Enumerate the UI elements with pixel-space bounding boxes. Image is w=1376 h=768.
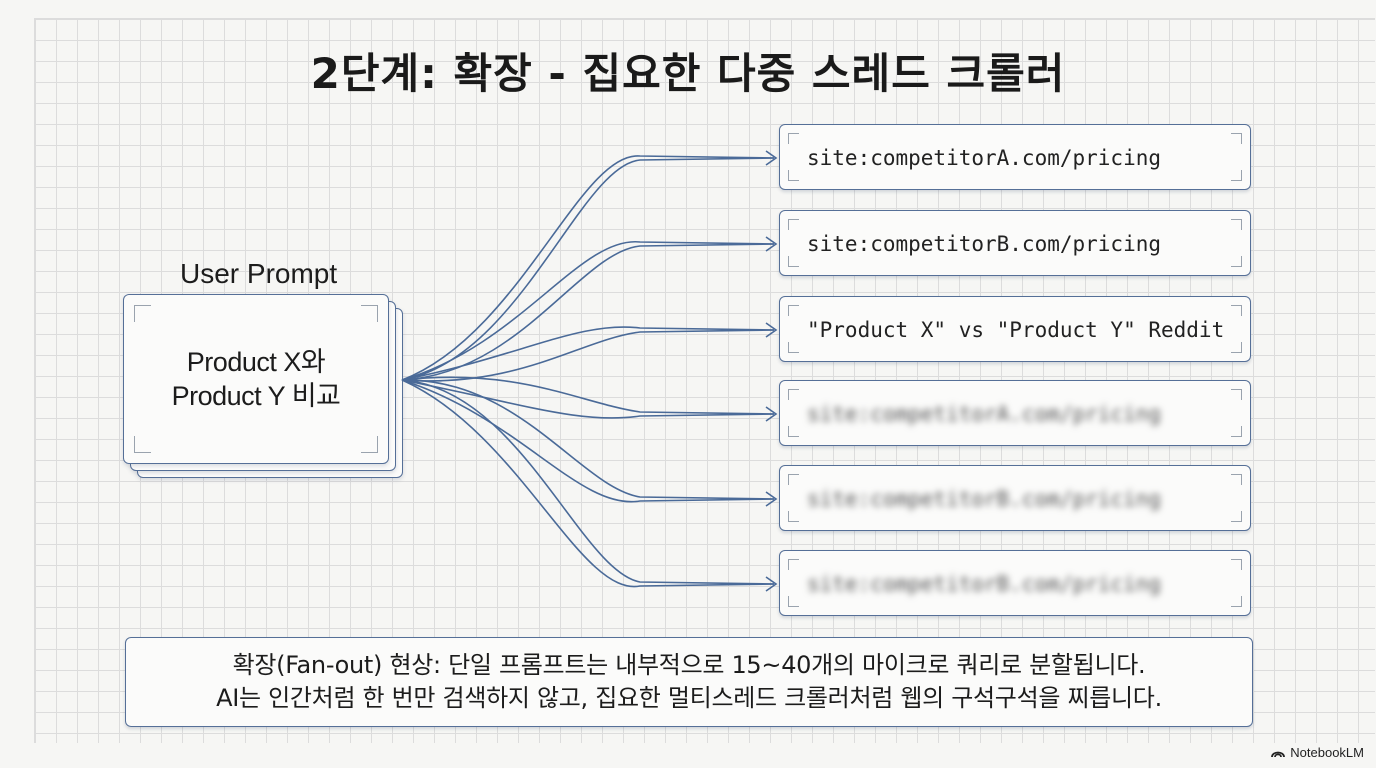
corner-mark	[361, 436, 378, 453]
connector-curve	[401, 379, 775, 503]
connector-curve	[401, 326, 775, 381]
brand-watermark: NotebookLM	[1271, 745, 1364, 760]
query-box-blurred: site:competitorB.com/pricing	[779, 550, 1251, 616]
corner-mark	[361, 305, 378, 322]
corner-mark	[788, 256, 799, 267]
query-box-blurred: site:competitorB.com/pricing	[779, 465, 1251, 531]
corner-mark	[1231, 256, 1242, 267]
connector-curve	[401, 379, 775, 500]
connector-curve	[401, 329, 775, 382]
corner-mark	[788, 342, 799, 353]
query-box: site:competitorA.com/pricing	[779, 124, 1251, 190]
corner-mark	[1231, 219, 1242, 230]
query-text: "Product X" vs "Product Y" Reddit	[807, 318, 1225, 342]
arrowhead	[765, 150, 778, 166]
corner-mark	[1231, 596, 1242, 607]
corner-mark	[788, 305, 799, 316]
user-prompt-label: User Prompt	[180, 258, 338, 289]
corner-mark	[1231, 511, 1242, 522]
user-prompt-card-stack: Product X와 Product Y 비교	[123, 294, 403, 478]
caption-line-1: 확장(Fan-out) 현상: 단일 프롬프트는 내부적으로 15~40개의 마…	[232, 651, 1146, 679]
arrowhead	[765, 406, 778, 422]
corner-mark	[788, 474, 799, 485]
arrowhead	[765, 491, 778, 507]
arrowhead	[765, 236, 778, 252]
query-box-blurred: site:competitorA.com/pricing	[779, 380, 1251, 446]
corner-mark	[788, 559, 799, 570]
connector-curve	[401, 376, 775, 415]
corner-mark	[788, 219, 799, 230]
connector-curve	[401, 379, 775, 588]
query-box: site:competitorB.com/pricing	[779, 210, 1251, 276]
corner-mark	[788, 426, 799, 437]
page-title: 2단계: 확장 - 집요한 다중 스레드 크롤러	[310, 49, 1066, 98]
user-prompt-line-1: Product X와	[186, 347, 326, 377]
user-prompt-line-2: Product Y 비교	[171, 381, 341, 411]
query-text: site:competitorA.com/pricing	[807, 146, 1162, 170]
arrowhead	[765, 322, 778, 338]
corner-mark	[788, 389, 799, 400]
caption-line-2: AI는 인간처럼 한 번만 검색하지 않고, 집요한 멀티스레드 크롤러처럼 웹…	[216, 684, 1162, 712]
query-box: "Product X" vs "Product Y" Reddit	[779, 296, 1251, 362]
connector-curve	[401, 379, 775, 419]
corner-mark	[1231, 305, 1242, 316]
corner-mark	[1231, 342, 1242, 353]
corner-mark	[1231, 559, 1242, 570]
user-prompt-card: Product X와 Product Y 비교	[123, 294, 389, 464]
query-text-blurred: site:competitorB.com/pricing	[807, 487, 1162, 511]
user-prompt-text: Product X와 Product Y 비교	[124, 345, 388, 413]
brand-label: NotebookLM	[1290, 745, 1364, 760]
corner-mark	[788, 596, 799, 607]
corner-mark	[1231, 133, 1242, 144]
query-text-blurred: site:competitorA.com/pricing	[807, 402, 1162, 426]
corner-mark	[134, 436, 151, 453]
connector-curve	[401, 155, 775, 381]
corner-mark	[134, 305, 151, 322]
connector-curve	[401, 379, 775, 585]
corner-mark	[788, 133, 799, 144]
corner-mark	[788, 170, 799, 181]
corner-mark	[1231, 170, 1242, 181]
corner-mark	[1231, 426, 1242, 437]
connector-curve	[401, 243, 775, 381]
notebooklm-logo-icon	[1271, 751, 1286, 757]
arrowhead	[765, 576, 778, 592]
corner-mark	[1231, 389, 1242, 400]
query-text-blurred: site:competitorB.com/pricing	[807, 572, 1162, 596]
corner-mark	[788, 511, 799, 522]
query-text: site:competitorB.com/pricing	[807, 232, 1162, 256]
caption-box: 확장(Fan-out) 현상: 단일 프롬프트는 내부적으로 15~40개의 마…	[125, 637, 1253, 727]
connector-curve	[401, 241, 775, 381]
corner-mark	[1231, 474, 1242, 485]
